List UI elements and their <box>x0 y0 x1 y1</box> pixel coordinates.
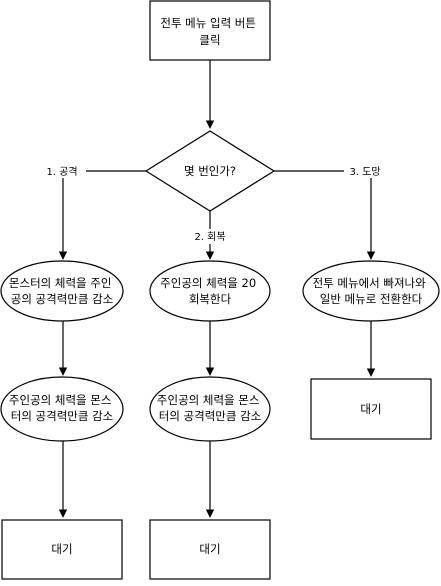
node-heal-step2-line-2: 터의 공격력만큼 감소 <box>159 409 262 423</box>
node-flee-wait-line-1: 대기 <box>360 402 381 416</box>
node-heal-step2: 주인공의 체력을 몬스 터의 공격력만큼 감소 <box>149 376 271 442</box>
svg-text:주인공의 체력을 몬스 터의 공격력만큼 감소: 주인공의 체력을 몬스 터의 공격력만큼 감소 <box>9 393 115 423</box>
node-heal-wait-line-1: 대기 <box>199 542 220 556</box>
edge-label-attack: 1. 공격 <box>46 165 77 178</box>
node-flee-wait: 대기 <box>310 378 432 440</box>
node-flee-step1-line-2: 일반 메뉴로 전환한다 <box>320 292 423 306</box>
svg-text:전투 메뉴 입력 버튼 클릭: 전투 메뉴 입력 버튼 클릭 <box>160 16 259 47</box>
edge-decision-to-flee <box>274 170 376 260</box>
svg-text:몬스터의 체력을 주인 공의 공격력만큼 감소: 몬스터의 체력을 주인 공의 공격력만큼 감소 <box>9 276 115 306</box>
edge-label-flee: 3. 도망 <box>349 166 380 178</box>
node-attack-wait: 대기 <box>1 519 123 580</box>
node-attack-step2-line-2: 터의 공격력만큼 감소 <box>11 409 114 423</box>
node-attack-step1: 몬스터의 체력을 주인 공의 공격력만큼 감소 <box>0 260 124 322</box>
svg-text:주인공의 체력을 20 회복한다: 주인공의 체력을 20 회복한다 <box>160 276 260 306</box>
node-flee-step1-line-1: 전투 메뉴에서 빠져나와 <box>313 276 427 290</box>
node-decision: 몇 번인가? <box>144 130 276 212</box>
node-decision-line-1: 몇 번인가? <box>184 164 236 178</box>
node-start: 전투 메뉴 입력 버튼 클릭 <box>149 0 271 61</box>
svg-text:전투 메뉴에서 빠져나와 일반 메뉴로 전환한다: 전투 메뉴에서 빠져나와 일반 메뉴로 전환한다 <box>313 276 430 306</box>
node-attack-step1-line-2: 공의 공격력만큼 감소 <box>11 292 114 306</box>
svg-text:대기: 대기 <box>199 542 220 556</box>
node-heal-step1: 주인공의 체력을 20 회복한다 <box>149 260 271 322</box>
edge-decision-to-attack <box>58 170 146 260</box>
node-flee-step1: 전투 메뉴에서 빠져나와 일반 메뉴로 전환한다 <box>302 260 440 322</box>
svg-text:대기: 대기 <box>360 402 381 416</box>
svg-text:주인공의 체력을 몬스 터의 공격력만큼 감소: 주인공의 체력을 몬스 터의 공격력만큼 감소 <box>157 393 263 423</box>
node-heal-step2-line-1: 주인공의 체력을 몬스 <box>157 393 260 407</box>
edges <box>58 60 376 518</box>
node-start-line-2: 클릭 <box>199 33 220 47</box>
node-heal-step1-line-2: 회복한다 <box>189 292 232 306</box>
node-attack-step2: 주인공의 체력을 몬스 터의 공격력만큼 감소 <box>0 376 124 442</box>
node-heal-step1-line-1: 주인공의 체력을 20 <box>160 276 256 290</box>
node-start-line-1: 전투 메뉴 입력 버튼 <box>160 16 256 30</box>
svg-text:대기: 대기 <box>51 542 72 556</box>
node-attack-step1-line-1: 몬스터의 체력을 주인 <box>9 276 112 290</box>
node-attack-step2-line-1: 주인공의 체력을 몬스 <box>9 393 112 407</box>
node-attack-wait-line-1: 대기 <box>51 542 72 556</box>
node-heal-wait: 대기 <box>149 519 271 580</box>
svg-text:몇 번인가?: 몇 번인가? <box>184 164 236 178</box>
edge-label-heal: 2. 회복 <box>194 231 225 243</box>
